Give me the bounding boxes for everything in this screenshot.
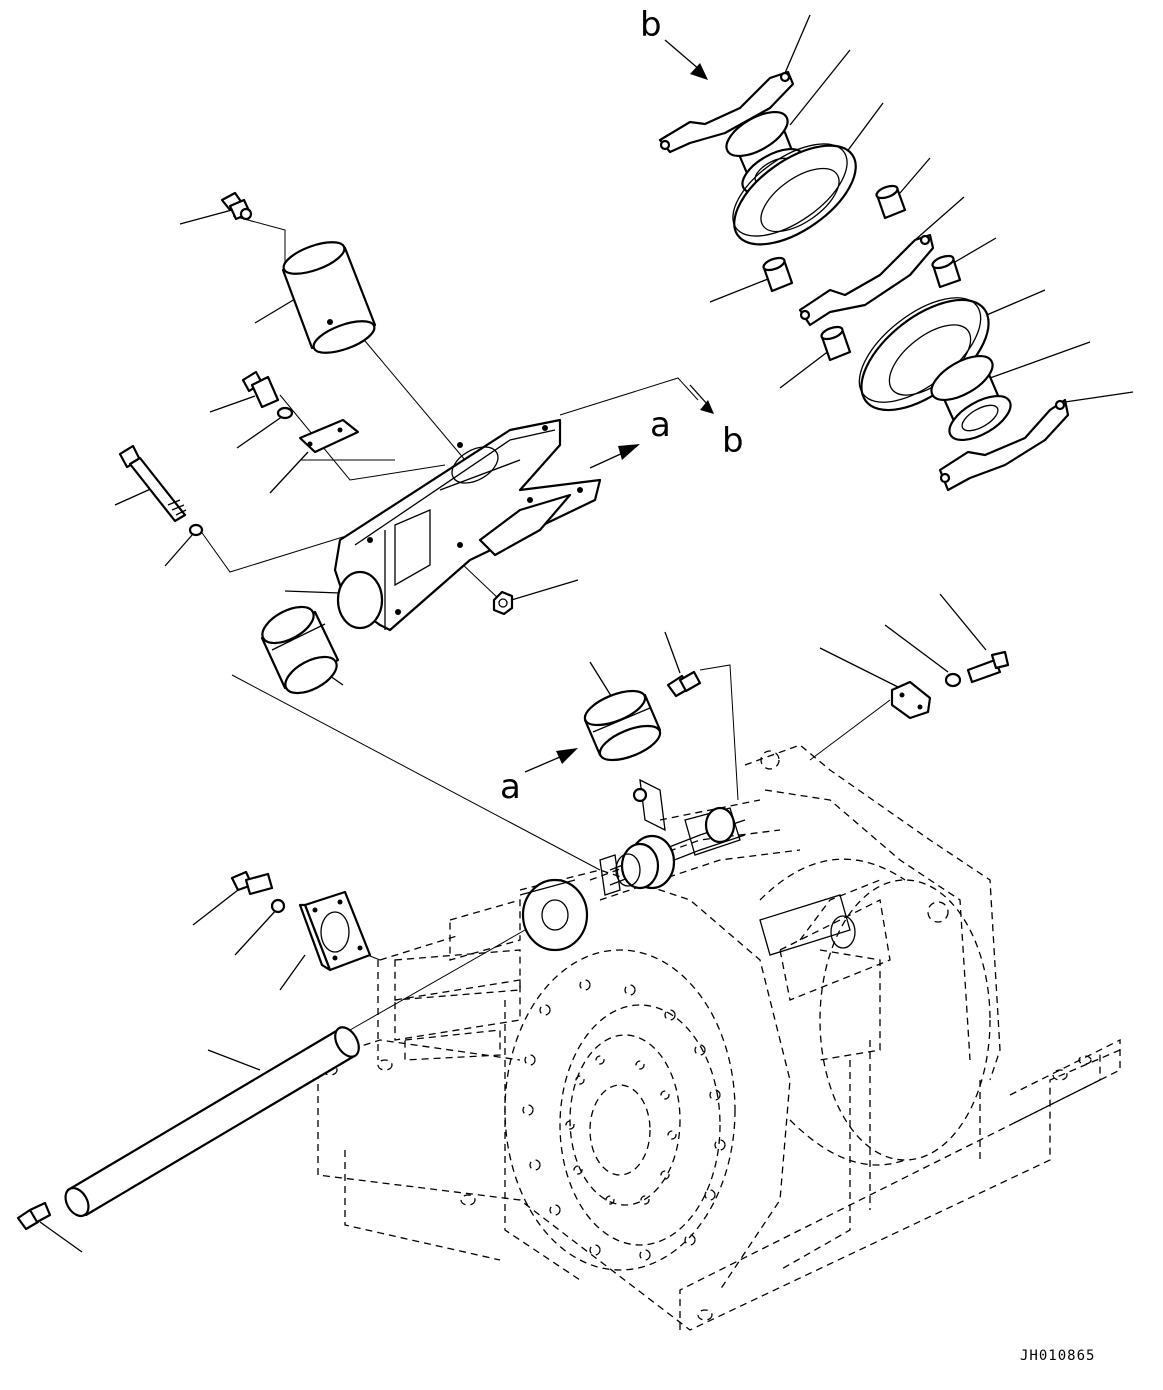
link-plate-upper [658, 70, 795, 154]
label-a-top: a [650, 405, 671, 445]
bolt-lower-left [230, 870, 286, 914]
spacer-c [931, 254, 962, 289]
spacer-a [875, 184, 907, 220]
link-plate-middle [798, 233, 935, 327]
grease-fitting-upper [220, 191, 253, 221]
flange-plate [298, 890, 372, 972]
grease-fitting-middle [666, 670, 702, 698]
bushing-left [260, 605, 340, 695]
bolt-upper [241, 370, 294, 420]
retainer-plate-small [298, 418, 360, 454]
frame-boss [519, 878, 589, 952]
label-a-bottom: a [500, 767, 521, 807]
link-plate-lower [938, 398, 1070, 492]
bolt-right [944, 650, 1010, 688]
bushing-a [583, 689, 662, 762]
spacer-d [820, 325, 852, 362]
leader-lines [39, 14, 1134, 1253]
label-b-right: b [722, 421, 744, 461]
pivot-pin [281, 241, 377, 354]
disc-upper [732, 143, 857, 246]
long-shaft [64, 1026, 360, 1218]
retainer-plate-right [890, 680, 932, 720]
nut [492, 590, 514, 616]
label-b-top: b [640, 5, 662, 45]
arrows [524, 39, 714, 773]
winch-housing [317, 744, 1121, 1331]
plate-bolts [522, 979, 726, 1261]
shaft-mechanism [599, 778, 856, 956]
arm-bracket [333, 418, 602, 632]
bearing-lower [930, 354, 1012, 442]
spacer-b [762, 256, 794, 293]
long-bolt [118, 444, 204, 537]
grease-fitting-lower [16, 1201, 52, 1231]
drawing-code: JH010865 [1020, 1348, 1095, 1364]
